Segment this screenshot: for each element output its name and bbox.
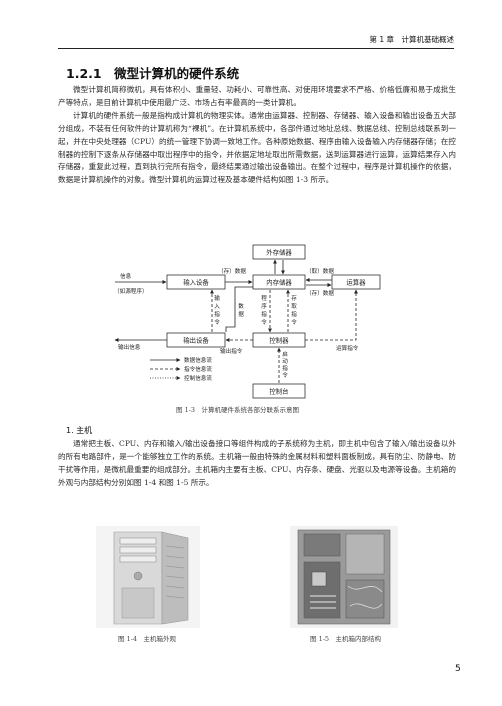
legend-control-flow: 控制信息流 xyxy=(184,374,212,382)
v-fetch-cmd-2: 取 xyxy=(291,303,297,310)
subheading-host: 1. 主机 xyxy=(66,426,93,435)
case-interior-photo xyxy=(290,526,398,628)
v-input-cmd-2: 入 xyxy=(214,304,220,310)
v-fetch-cmd-3: 指 xyxy=(291,310,297,318)
v-program-cmd-2: 序 xyxy=(261,302,267,310)
label-info: 信息 xyxy=(120,272,132,280)
paragraph-3: 通常把主板、CPU、内存和输入/输出设备接口等组件构成的子系统称为主机，即主机中… xyxy=(58,439,456,487)
v-input-cmd-1: 输 xyxy=(214,294,220,302)
hardware-diagram: 外存储器 输入设备 内存储器 运算器 输出设备 控制器 控制台 xyxy=(114,244,381,399)
label-controller: 控制器 xyxy=(269,336,289,345)
figure-1-3-caption: 图 1-3 计算机硬件系统各部分联系示意图 xyxy=(176,406,300,414)
header-rule xyxy=(58,48,454,49)
legend-cmd-flow: 指令信息流 xyxy=(184,365,212,373)
v-program-cmd-1: 程 xyxy=(261,294,267,302)
page-number: 5 xyxy=(455,664,461,674)
figure-1-5-caption: 图 1-5 主机箱内部结构 xyxy=(310,635,382,643)
label-fetch-data: （取）数据 xyxy=(306,267,334,275)
v-program-cmd-3: 指 xyxy=(261,310,267,318)
chapter-title: 第 1 章 计算机基础概述 xyxy=(369,35,454,44)
legend-data-flow: 数据信息流 xyxy=(184,356,212,364)
label-save-data-2: （存）数据 xyxy=(306,289,334,297)
label-external-storage: 外存储器 xyxy=(266,248,292,257)
label-output-device: 输出设备 xyxy=(183,336,209,345)
label-program-paren: （如源程序） xyxy=(114,287,148,295)
box-alu xyxy=(331,274,381,290)
section-title: 1.2.1 微型计算机的硬件系统 xyxy=(66,66,240,81)
v-fetch-cmd-1: 存 xyxy=(291,294,297,302)
figure-1-4-caption: 图 1-4 主机箱外观 xyxy=(118,635,177,643)
running-header: 第 1 章 计算机基础概述 xyxy=(58,34,454,49)
case-exterior-photo xyxy=(96,526,200,628)
label-alu-cmd: 运算指令 xyxy=(336,344,359,352)
diagram-legend: 数据信息流 指令信息流 控制信息流 xyxy=(150,356,212,382)
v-start-cmd-2: 动 xyxy=(282,358,288,365)
box-external-storage xyxy=(252,244,306,260)
v-start-cmd-4: 令 xyxy=(282,371,288,379)
v-start-cmd-3: 指 xyxy=(282,364,288,372)
v-start-cmd-1: 启 xyxy=(282,350,288,358)
label-output-info: 输出信息 xyxy=(118,343,141,351)
box-memory xyxy=(252,274,306,290)
v-data-1: 数 xyxy=(238,302,244,310)
label-input-device: 输入设备 xyxy=(183,278,209,287)
label-alu: 运算器 xyxy=(346,278,366,287)
intro-paragraphs: 微型计算机简称微机，具有体积小、重量轻、功耗小、可靠性高、对使用环境要求不严格、… xyxy=(58,84,456,187)
box-console xyxy=(252,383,306,399)
v-input-cmd-4: 令 xyxy=(214,318,220,326)
label-save-data: （存）数据 xyxy=(218,267,246,275)
label-console: 控制台 xyxy=(269,387,288,396)
v-program-cmd-4: 令 xyxy=(261,318,267,326)
paragraph-2: 计算机的硬件系统一般是指构成计算机的物理实体。通常由运算器、控制器、存储器、输入… xyxy=(58,110,456,185)
host-paragraph-block: 通常把主板、CPU、内存和输入/输出设备接口等组件构成的子系统称为主机，即主机中… xyxy=(58,438,456,490)
v-input-cmd-3: 指 xyxy=(214,310,220,318)
v-data-2: 据 xyxy=(238,310,244,318)
paragraph-1: 微型计算机简称微机，具有体积小、重量轻、功耗小、可靠性高、对使用环境要求不严格、… xyxy=(58,85,456,107)
v-fetch-cmd-4: 令 xyxy=(291,318,297,326)
label-output-cmd: 输出指令 xyxy=(220,347,243,355)
label-memory: 内存储器 xyxy=(266,278,292,287)
